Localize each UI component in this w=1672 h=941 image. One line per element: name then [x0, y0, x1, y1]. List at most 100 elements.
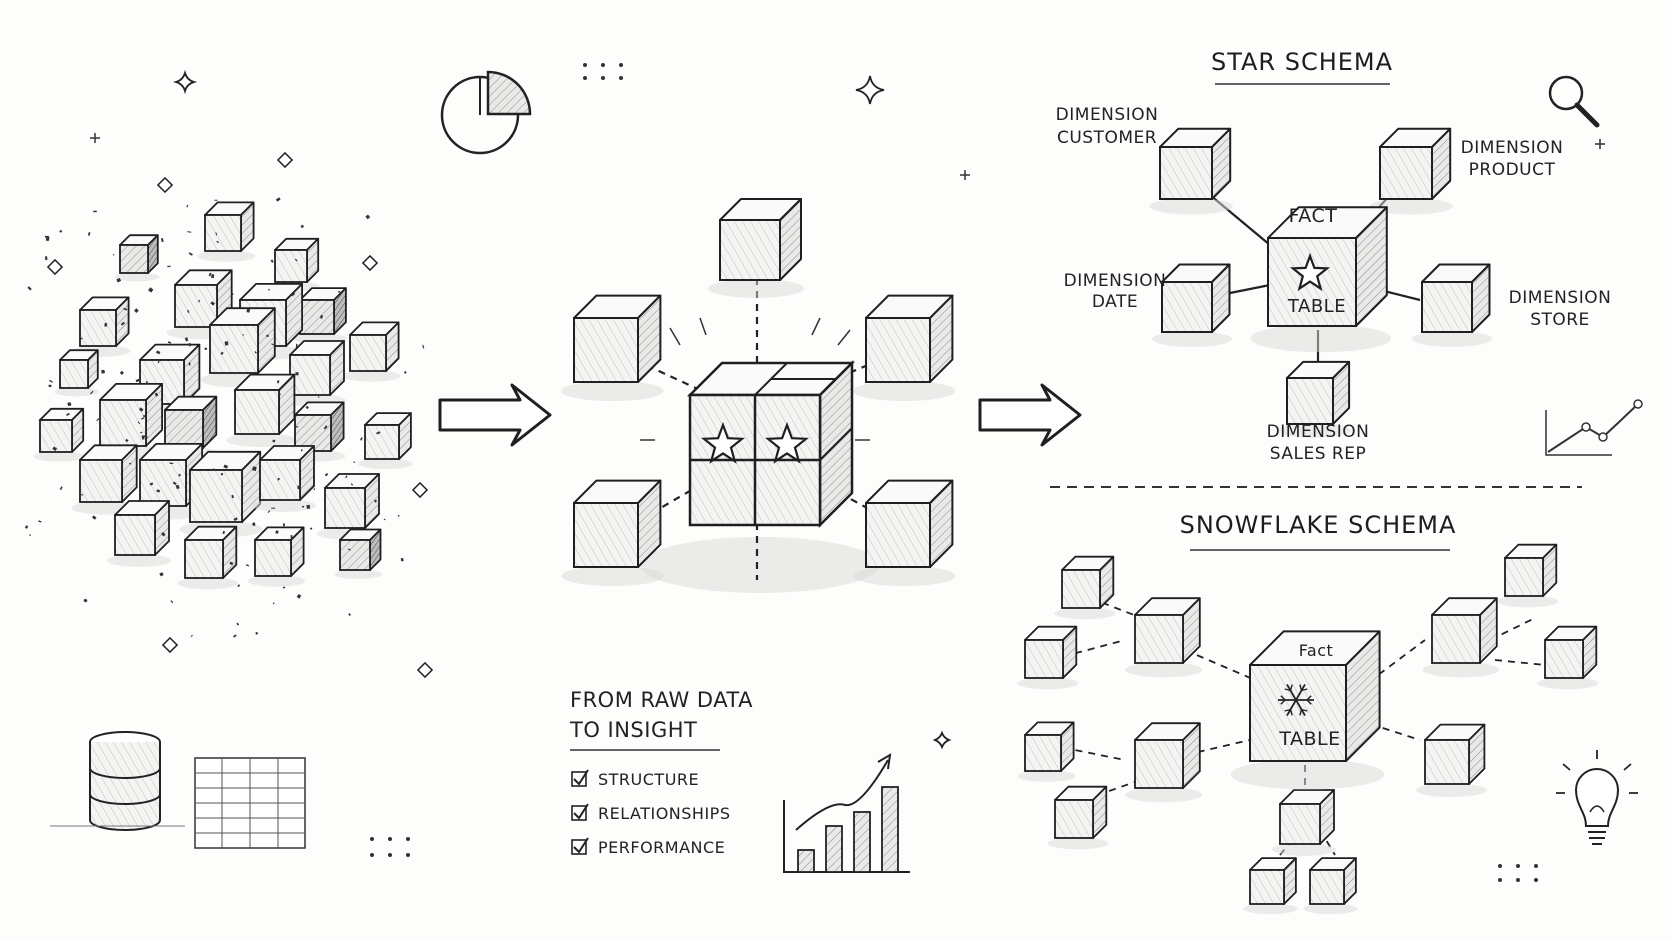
star-icon: [765, 421, 809, 464]
star-fact-table-label: TABLE: [1287, 296, 1346, 317]
checkbox-icon: [571, 805, 587, 821]
checkbox-icon: [571, 771, 587, 787]
snowflake-dimension-cube: [1054, 555, 1116, 620]
checkmark-icon: [573, 837, 589, 854]
raw-data-cube: [342, 321, 401, 382]
star-fact-label: FACT: [1289, 205, 1338, 227]
snowflake-dimension-cube: [1125, 597, 1203, 678]
star-icon: [1289, 252, 1331, 292]
dimension-cube: [853, 479, 956, 587]
dim-customer-label-2: CUSTOMER: [1057, 128, 1157, 148]
star-icon: [701, 421, 745, 464]
dim-product-cube: [1369, 127, 1453, 215]
snowflake-dimension-cube: [1017, 721, 1076, 782]
bar-chart-sketch-icon: [783, 753, 910, 873]
snowflake-dimension-cube: [1017, 625, 1079, 690]
star-fact-cube: [1250, 206, 1392, 353]
snowflake-schema-title: SNOWFLAKE SCHEMA: [1180, 511, 1457, 539]
snowflake-icon: [1278, 683, 1314, 717]
raw-data-cube: [114, 234, 160, 282]
sparkle-icon: [855, 75, 885, 105]
raw-data-cube: [282, 340, 346, 407]
raw-data-cube: [197, 201, 256, 262]
sparkle-icon: [172, 69, 198, 95]
star-dimension-labels: DIMENSION CUSTOMER DIMENSION PRODUCT DIM…: [1056, 105, 1612, 464]
database-icon: [50, 731, 185, 831]
checklist-item: RELATIONSHIPS: [571, 803, 730, 823]
raw-data-cube: [358, 412, 413, 470]
checklist-item: STRUCTURE: [571, 769, 699, 789]
dimension-cube: [708, 198, 804, 298]
dim-product-label-2: PRODUCT: [1469, 160, 1556, 180]
insight-title-line1: FROM RAW DATA: [570, 688, 753, 712]
dim-store-label-2: STORE: [1530, 310, 1590, 330]
line-chart-sketch-icon: [1545, 399, 1643, 456]
star-schema-diagram: [1149, 127, 1492, 438]
checklist-label: PERFORMANCE: [598, 838, 725, 857]
checkbox-icon: [571, 839, 587, 855]
raw-data-cube: [200, 307, 278, 388]
raw-data-cube: [293, 287, 348, 345]
snowflake-dimension-cube: [1416, 723, 1487, 798]
snowflake-dimension-cube: [1537, 625, 1599, 690]
raw-data-cube: [54, 349, 100, 397]
snowflake-dimension-cube: [1303, 857, 1358, 915]
raw-data-cube-cluster: [33, 201, 413, 590]
lightbulb-icon: [1556, 750, 1638, 845]
connector-line: [1184, 739, 1251, 756]
spreadsheet-icon: [194, 757, 306, 849]
connector-line: [1489, 617, 1536, 641]
snowflake-fact-label: Fact: [1299, 641, 1334, 660]
checkmark-icon: [573, 803, 589, 820]
dimension-cube: [853, 294, 956, 402]
checklist-label: STRUCTURE: [598, 770, 699, 789]
checklist-label: RELATIONSHIPS: [598, 804, 730, 823]
raw-data-cube: [177, 525, 239, 590]
raw-data-cube: [226, 373, 297, 448]
snowflake-dimension-cube: [1497, 543, 1559, 608]
raw-data-cube: [247, 526, 306, 587]
snowflake-dimension-cube: [1125, 722, 1203, 803]
snowflake-fact-cube: [1230, 630, 1385, 790]
fact-cube-central: [686, 359, 856, 529]
dim-customer-cube: [1149, 127, 1233, 215]
dim-store-cube: [1412, 263, 1492, 347]
magnifier-icon: [1548, 75, 1600, 128]
raw-data-cube: [33, 407, 85, 462]
raw-data-cube: [72, 296, 131, 357]
checklist-item: PERFORMANCE: [571, 837, 725, 857]
arrow-right-icon: [438, 383, 552, 447]
connector-line: [1494, 659, 1546, 666]
dim-date-cube: [1152, 263, 1232, 347]
raw-data-cube: [179, 450, 263, 538]
snowflake-dimension-cube: [1422, 597, 1500, 678]
connector-line: [1357, 719, 1421, 741]
dim-date-label-2: DATE: [1092, 292, 1138, 312]
central-model-diagram: [561, 198, 956, 593]
insight-title-line2: TO INSIGHT: [569, 718, 697, 742]
dim-salesrep-cube: [1277, 360, 1352, 438]
dimension-cube: [561, 294, 664, 402]
snowflake-dimension-cube: [1272, 789, 1336, 856]
dim-product-label-1: DIMENSION: [1461, 138, 1564, 158]
snowflake-schema-diagram: [1017, 543, 1599, 915]
connector-line: [1184, 649, 1256, 681]
raw-data-cube: [334, 528, 382, 579]
dim-salesrep-label-2: SALES REP: [1270, 444, 1366, 464]
snowflake-dimension-cube: [1047, 785, 1109, 850]
snowflake-dimension-cube: [1243, 857, 1298, 915]
arrow-right-icon: [978, 383, 1082, 447]
dimension-cube: [561, 479, 664, 587]
decorative-sparkles: [90, 63, 1605, 882]
pie-chart-icon: [440, 70, 532, 155]
dim-salesrep-label-1: DIMENSION: [1267, 422, 1370, 442]
sparkle-icon: [932, 730, 952, 750]
raw-data-cube: [252, 445, 316, 512]
raw-data-specks: [24, 151, 434, 679]
dim-customer-label-1: DIMENSION: [1056, 105, 1159, 125]
dim-date-label-1: DIMENSION: [1064, 271, 1167, 291]
checkmark-icon: [573, 769, 589, 786]
star-schema-title: STAR SCHEMA: [1211, 48, 1393, 76]
dim-store-label-1: DIMENSION: [1509, 288, 1612, 308]
